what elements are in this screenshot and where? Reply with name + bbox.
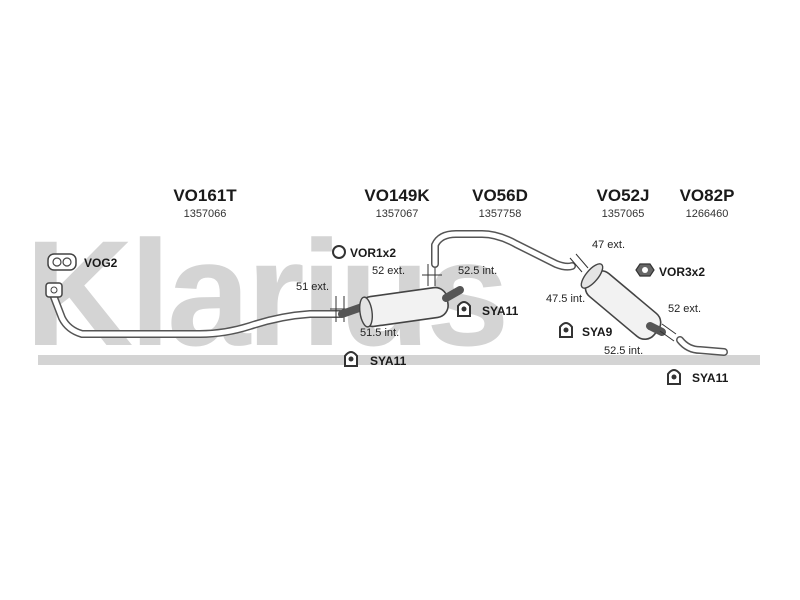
joint-tick — [659, 330, 675, 342]
mounting-rubber-icon — [344, 351, 358, 367]
middle-silencer — [338, 286, 464, 328]
mounting-rubber-icon — [559, 322, 573, 338]
part-number-5: 1266460 — [686, 208, 729, 220]
part-code-4: VO52J — [597, 186, 650, 205]
joint-label-5: 47 ext. — [592, 239, 625, 251]
mounting-rubber-icon — [667, 369, 681, 385]
part-code-3: VO56D — [472, 186, 528, 205]
part-code-5: VO82P — [680, 186, 735, 205]
part-code-2: VO149K — [364, 186, 430, 205]
accessory-sya9: SYA9 — [582, 325, 613, 339]
accessory-sya11-b: SYA11 — [482, 304, 519, 318]
accessory-vog2: VOG2 — [84, 256, 118, 270]
joint-label-4: 51.5 int. — [360, 327, 399, 339]
part-number-3: 1357758 — [479, 208, 522, 220]
front-pipe — [45, 282, 344, 338]
gasket-icon — [47, 253, 77, 271]
tail-pipe — [676, 336, 728, 356]
ring-icon — [332, 245, 346, 259]
joint-label-8: 52.5 int. — [604, 345, 643, 357]
joint-label-1: 51 ext. — [296, 281, 329, 293]
accessory-sya11-c: SYA11 — [692, 371, 729, 385]
joint-label-6: 47.5 int. — [546, 293, 585, 305]
part-number-1: 1357066 — [184, 208, 227, 220]
part-code-1: VO161T — [173, 186, 237, 205]
intermediate-pipe — [431, 230, 576, 271]
part-number-2: 1357067 — [376, 208, 419, 220]
joint-tick — [569, 257, 583, 273]
joint-label-7: 52 ext. — [668, 303, 701, 315]
mounting-rubber-icon — [457, 301, 471, 317]
clamp-icon — [635, 263, 655, 277]
part-number-4: 1357065 — [602, 208, 645, 220]
accessory-sya11-a: SYA11 — [370, 354, 407, 368]
accessory-vor3x2: VOR3x2 — [659, 265, 705, 279]
joint-tick — [661, 323, 677, 335]
rear-silencer — [580, 263, 666, 341]
joint-label-3: 52.5 int. — [458, 265, 497, 277]
joint-tick — [575, 253, 589, 269]
watermark-underline — [38, 355, 760, 365]
accessory-vor1x2: VOR1x2 — [350, 246, 396, 260]
joint-label-2: 52 ext. — [372, 265, 405, 277]
